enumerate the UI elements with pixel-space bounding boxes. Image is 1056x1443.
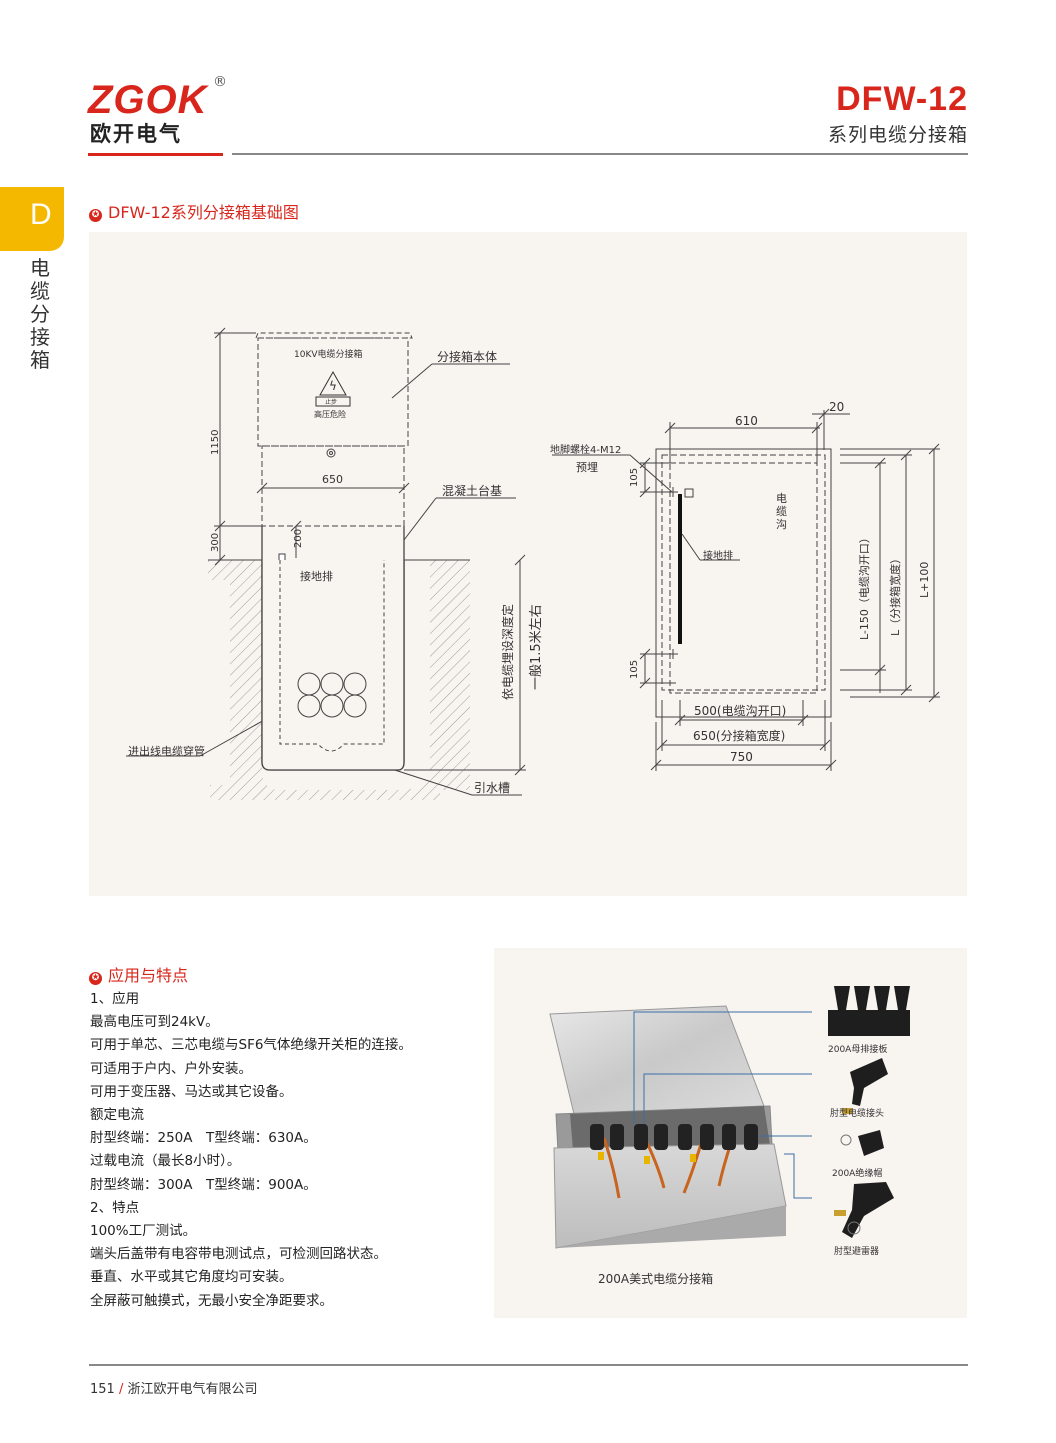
feature-line: 可适用于户内、户外安装。 xyxy=(90,1060,252,1077)
page-number: 151 xyxy=(90,1382,115,1397)
label-body: 分接箱本体 xyxy=(437,349,497,364)
feature-line: 最高电压可到24kV。 xyxy=(90,1014,219,1031)
warning-label: 高压危险 xyxy=(314,409,346,419)
label-depth2: 一般1.5米左右 xyxy=(528,604,544,690)
star-icon: ✪ xyxy=(89,209,102,222)
label-bolt: 地脚螺栓4-M12 xyxy=(550,443,621,456)
diagram-section-title: ✪ DFW-12系列分接箱基础图 xyxy=(89,199,299,223)
header-divider xyxy=(232,153,968,155)
features-section-title: ✪ 应用与特点 xyxy=(89,962,188,986)
dim-105-top: 105 xyxy=(629,468,640,487)
registered-mark: ® xyxy=(213,74,227,90)
product-photo: 200A母排接板 肘型电缆接头 200A绝缘帽 肘型避雷器 200A美式电缆分接… xyxy=(549,986,910,1286)
part-label: 肘型避雷器 xyxy=(834,1245,879,1257)
feature-line: 垂直、水平或其它角度均可安装。 xyxy=(90,1269,293,1286)
warning-small: 止步 xyxy=(325,398,337,406)
dim-610: 610 xyxy=(735,414,758,428)
model-title: DFW-12 xyxy=(836,80,968,118)
label-trench-wrap: 电缆沟 xyxy=(776,492,787,531)
part-label: 200A母排接板 xyxy=(828,1043,887,1055)
dim-200: 200 xyxy=(293,529,304,548)
feature-line: 可用于变压器、马达或其它设备。 xyxy=(90,1083,293,1100)
footer-divider xyxy=(89,1364,968,1366)
dim-650-left: 650 xyxy=(322,473,343,486)
dim-L: L（分接箱宽度） xyxy=(888,553,902,636)
dim-500: 500(电缆沟开口) xyxy=(694,704,786,718)
feature-line: 1、应用 xyxy=(90,991,140,1007)
feature-line: 100%工厂测试。 xyxy=(90,1223,197,1240)
star-icon: ✪ xyxy=(89,972,102,985)
label-depth1: 依电缆埋设深度定 xyxy=(500,604,515,700)
photo-caption: 200A美式电缆分接箱 xyxy=(598,1271,713,1286)
model-subtitle: 系列电缆分接箱 xyxy=(827,124,968,146)
part-label: 200A绝缘帽 xyxy=(832,1167,882,1179)
footer: 151 / 浙江欧开电气有限公司 xyxy=(90,1378,258,1397)
lightning-icon: ϟ xyxy=(329,379,337,393)
chapter-tab xyxy=(0,187,64,251)
label-drain: 引水槽 xyxy=(474,781,510,795)
chapter-letter: D xyxy=(30,198,52,231)
dim-650-right: 650(分接箱宽度) xyxy=(693,728,785,743)
label-embed: 预埋 xyxy=(576,461,598,474)
feature-line: 肘型终端：250A T型终端：630A。 xyxy=(90,1130,317,1147)
dim-L150: L-150（电缆沟开口） xyxy=(858,532,871,640)
label-pipe: 进出线电缆穿管 xyxy=(128,744,205,758)
dim-1150: 1150 xyxy=(210,430,221,455)
label-base: 混凝土台基 xyxy=(442,483,502,498)
features-list: 1、应用 最高电压可到24kV。 可用于单芯、三芯电缆与SF6气体绝缘开关柜的连… xyxy=(90,988,412,1313)
dim-105-bottom: 105 xyxy=(629,660,640,679)
label-trench: 电缆沟 xyxy=(776,492,787,531)
feature-line: 2、特点 xyxy=(90,1199,140,1216)
dim-20: 20 xyxy=(829,400,844,414)
logo-chinese: 欧开电气 xyxy=(90,122,182,146)
diagram-title-text: DFW-12系列分接箱基础图 xyxy=(108,203,299,222)
company-name: 浙江欧开电气有限公司 xyxy=(127,1382,258,1397)
label-ground-left: 接地排 xyxy=(300,569,333,583)
chapter-name: 电缆分接箱 xyxy=(30,256,50,372)
feature-line: 可用于单芯、三芯电缆与SF6气体绝缘开关柜的连接。 xyxy=(90,1037,412,1054)
feature-line: 肘型终端：300A T型终端：900A。 xyxy=(90,1176,317,1193)
feature-line: 额定电流 xyxy=(90,1107,144,1124)
part-label: 肘型电缆接头 xyxy=(830,1107,884,1119)
logo: ZGOK xyxy=(88,78,208,122)
box-label: 10KV电缆分接箱 xyxy=(294,348,363,360)
footer-separator: / xyxy=(118,1382,124,1397)
logo-underline xyxy=(88,153,223,156)
features-title-text: 应用与特点 xyxy=(108,966,189,985)
feature-line: 端头后盖带有电容带电测试点，可检测回路状态。 xyxy=(90,1246,387,1263)
dim-750: 750 xyxy=(730,750,753,764)
dim-300: 300 xyxy=(210,533,221,552)
feature-line: 过载电流（最长8小时）。 xyxy=(90,1153,241,1170)
label-ground-right: 接地排 xyxy=(703,549,733,562)
dim-L100: L+100 xyxy=(918,562,931,598)
feature-line: 全屏蔽可触摸式，无最小安全净距要求。 xyxy=(90,1292,333,1309)
